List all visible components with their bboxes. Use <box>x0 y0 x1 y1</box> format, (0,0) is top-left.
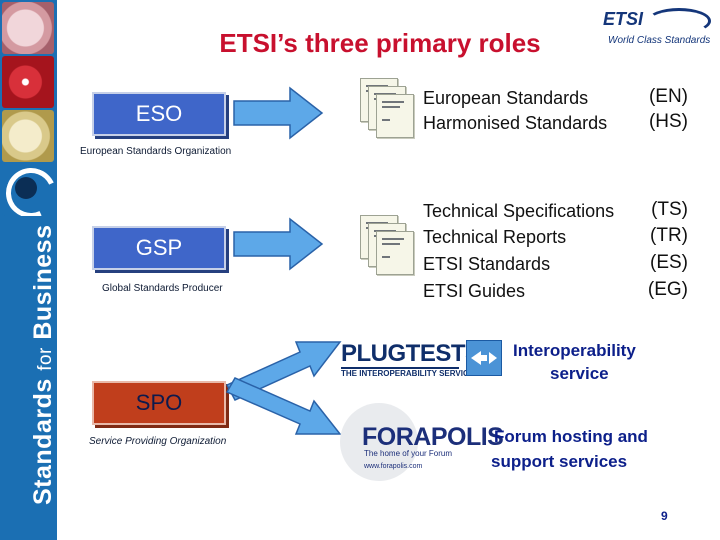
slide-title: ETSI’s three primary roles <box>190 28 570 59</box>
deliverable-label: ETSI Standards <box>423 254 550 275</box>
role-box-spo: SPO <box>92 381 226 425</box>
deliverable-row-hs: Harmonised Standards (HS) <box>423 113 688 138</box>
role-subtitle-eso: European Standards Organization <box>80 146 231 157</box>
right-arrow-icon-gsp <box>232 216 324 272</box>
deliverable-row-ts: Technical Specifications (TS) <box>423 201 688 226</box>
role-box-eso: ESO <box>92 92 226 136</box>
etsi-logo: ETSI World Class Standards <box>600 6 715 51</box>
right-arrow-icon-eso <box>232 85 324 141</box>
dot-icon <box>15 177 37 199</box>
deliverable-label: Technical Reports <box>423 227 566 248</box>
deliverable-code: (EG) <box>648 279 688 301</box>
deliverable-code: (ES) <box>650 252 688 274</box>
forapolis-service-line-1: Forum hosting and <box>494 427 648 447</box>
plugtests-logo: PLUGTESTS THE INTEROPERABILITY SERVICE <box>341 335 503 383</box>
decorative-image-tile-3 <box>2 110 54 162</box>
plugtests-logo-tagline: THE INTEROPERABILITY SERVICE <box>341 369 474 378</box>
deliverable-label: Harmonised Standards <box>423 113 607 134</box>
document-stack-icon-eso-3 <box>376 94 414 138</box>
forapolis-logo-url: www.forapolis.com <box>364 463 422 470</box>
deliverable-row-es: ETSI Standards (ES) <box>423 254 688 279</box>
diagonal-arrows-icon <box>222 330 346 446</box>
role-label-spo: SPO <box>94 383 224 423</box>
deliverable-row-tr: Technical Reports (TR) <box>423 227 688 252</box>
slogan-part-1: Standards <box>29 371 57 505</box>
role-subtitle-spo: Service Providing Organization <box>89 436 226 447</box>
decorative-image-tile-2 <box>2 56 54 108</box>
role-label-eso: ESO <box>94 94 224 134</box>
sidebar-banner: Standards for Business <box>0 0 57 540</box>
decorative-ring-tile <box>2 164 54 216</box>
forapolis-service-line-2: support services <box>491 452 627 472</box>
swirl-icon <box>647 8 711 34</box>
deliverable-row-en: European Standards (EN) <box>423 88 688 113</box>
document-stack-icon-gsp-3 <box>376 231 414 275</box>
decorative-image-tile-1 <box>2 2 54 54</box>
etsi-logo-tagline: World Class Standards <box>608 35 710 46</box>
role-label-gsp: GSP <box>94 228 224 268</box>
page-number: 9 <box>661 509 668 523</box>
role-box-gsp: GSP <box>92 226 226 270</box>
deliverable-code: (TR) <box>650 225 688 247</box>
plug-arrows-icon <box>466 340 502 376</box>
etsi-logo-word: ETSI <box>603 9 643 30</box>
deliverable-code: (EN) <box>649 86 688 108</box>
slogan-part-2: Business <box>29 225 57 348</box>
plugtests-logo-word: PLUGTESTS <box>341 340 481 368</box>
deliverable-label: European Standards <box>423 88 588 109</box>
plugtests-service-line-2: service <box>550 364 609 384</box>
plugtests-service-line-1: Interoperability <box>513 341 636 361</box>
role-subtitle-gsp: Global Standards Producer <box>102 283 223 294</box>
deliverable-row-eg: ETSI Guides (EG) <box>423 281 688 306</box>
deliverable-code: (TS) <box>651 199 688 221</box>
forapolis-logo-tagline: The home of your Forum <box>364 449 452 458</box>
forapolis-logo-word: FORAPOLIS <box>362 423 503 452</box>
forapolis-logo: FORAPOLIS The home of your Forum www.for… <box>340 403 488 483</box>
deliverable-label: ETSI Guides <box>423 281 525 302</box>
deliverable-label: Technical Specifications <box>423 201 614 222</box>
slogan-for: for <box>35 347 56 371</box>
sidebar-slogan: Standards for Business <box>29 265 58 505</box>
deliverable-code: (HS) <box>649 111 688 133</box>
